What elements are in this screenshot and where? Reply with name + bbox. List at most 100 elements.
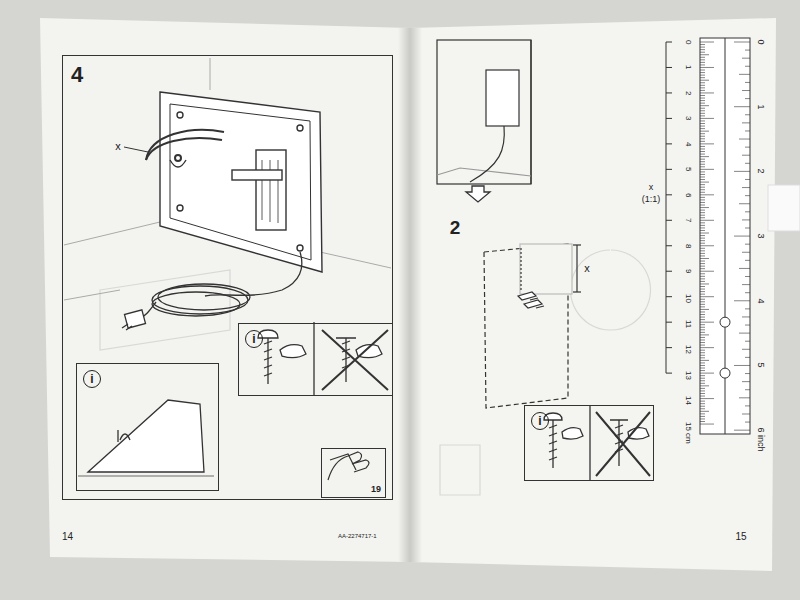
ruler-part — [700, 154, 705, 155]
ruler-part — [700, 406, 705, 407]
ruler-part — [700, 225, 705, 226]
document-code: AA-2274717-1 — [338, 532, 377, 540]
ruler-part — [700, 243, 705, 244]
ruler-part — [745, 66, 750, 67]
ruler-part — [700, 192, 705, 193]
ruler-part — [700, 103, 705, 104]
ruler-part — [700, 92, 714, 93]
ruler-part — [700, 100, 705, 101]
ruler-inch-number: 3 — [755, 234, 766, 239]
ruler-part — [700, 62, 705, 63]
ruler-part — [700, 95, 705, 96]
ruler-part — [700, 52, 705, 53]
ruler-part — [745, 163, 750, 164]
ruler-part — [720, 368, 730, 378]
ruler-part — [700, 38, 750, 434]
wall-box-part — [486, 70, 519, 126]
screw-panel-left-part — [280, 345, 306, 358]
info-inset: i — [76, 363, 219, 491]
ruler-part — [739, 333, 750, 334]
ruler-part — [700, 115, 705, 116]
ruler-part — [700, 291, 705, 292]
ruler-part — [745, 211, 750, 212]
mirror-back-part — [177, 205, 183, 211]
ruler-part — [742, 219, 750, 220]
leader-line-part — [124, 147, 148, 152]
ruler-part — [745, 98, 750, 99]
power-cable-part — [205, 252, 302, 296]
ruler-cm-number: 3 — [683, 116, 693, 120]
wall-box-part — [437, 40, 531, 184]
ruler-part — [700, 113, 705, 114]
ruler-part — [700, 365, 705, 366]
ruler-part — [700, 339, 705, 340]
ruler-part — [700, 299, 705, 300]
ruler-part — [700, 396, 705, 397]
ruler — [666, 38, 750, 434]
ruler-part — [666, 143, 672, 144]
leaning-mirror-part — [118, 430, 130, 442]
ruler-part — [666, 296, 672, 297]
ruler-part — [700, 276, 705, 277]
ruler-part — [666, 271, 672, 272]
down-arrow-part — [466, 186, 490, 202]
room-lines — [64, 58, 391, 300]
ruler-part — [745, 308, 750, 309]
ruler-part — [700, 227, 705, 228]
step2-wall-marking-part — [520, 244, 572, 294]
ruler-part — [666, 169, 672, 170]
ruler-part — [700, 362, 705, 363]
ruler-part — [700, 202, 705, 203]
step-number: 2 — [450, 216, 461, 240]
ruler-part — [666, 67, 672, 68]
ruler-part — [742, 349, 750, 350]
ruler-part — [700, 380, 705, 381]
ruler-part — [666, 118, 672, 119]
room-lines-part — [320, 252, 391, 268]
wall-box-part — [437, 168, 531, 176]
ruler-part — [700, 159, 705, 160]
ruler-part — [700, 248, 705, 249]
ruler-part — [700, 199, 705, 200]
ruler-part — [700, 250, 705, 251]
ruler-part — [700, 70, 705, 71]
ruler-part — [700, 80, 709, 81]
ruler-part — [745, 325, 750, 326]
leaning-mirror — [78, 400, 214, 476]
ruler-part — [700, 345, 705, 346]
ruler-part — [700, 212, 705, 213]
info-symbol: i — [245, 330, 263, 348]
screw-panel-right-part — [596, 412, 650, 476]
ruler-part — [666, 92, 672, 93]
ruler-part — [700, 304, 705, 305]
hook-part — [175, 155, 181, 161]
mirror-back-part — [297, 125, 303, 131]
ruler-part — [700, 182, 709, 183]
room-lines-part — [64, 222, 160, 245]
ruler-part — [700, 47, 705, 48]
ruler-part — [700, 416, 705, 417]
ruler-part — [700, 64, 705, 65]
ruler-part — [700, 255, 705, 256]
ruler-part — [700, 418, 705, 419]
power-cable-part — [124, 310, 145, 328]
step2-wall-marking-part — [573, 244, 581, 245]
ruler-part — [700, 357, 705, 358]
ruler-part — [739, 268, 750, 269]
ruler-part — [745, 244, 750, 245]
ruler-part — [700, 161, 705, 162]
ruler-cm-number: 9 — [683, 269, 693, 273]
ruler-part — [700, 311, 705, 312]
ruler-part — [700, 352, 705, 353]
info-symbol: i — [83, 370, 101, 388]
pages-part — [768, 185, 800, 231]
ruler-part — [700, 205, 705, 206]
ruler-part — [700, 393, 705, 394]
ruler-part — [700, 329, 705, 330]
ruler-part — [700, 383, 705, 384]
ruler-part — [700, 184, 705, 185]
ruler-part — [700, 164, 705, 165]
ruler-inch-number: 4 — [755, 298, 766, 303]
ruler-part — [700, 388, 705, 389]
